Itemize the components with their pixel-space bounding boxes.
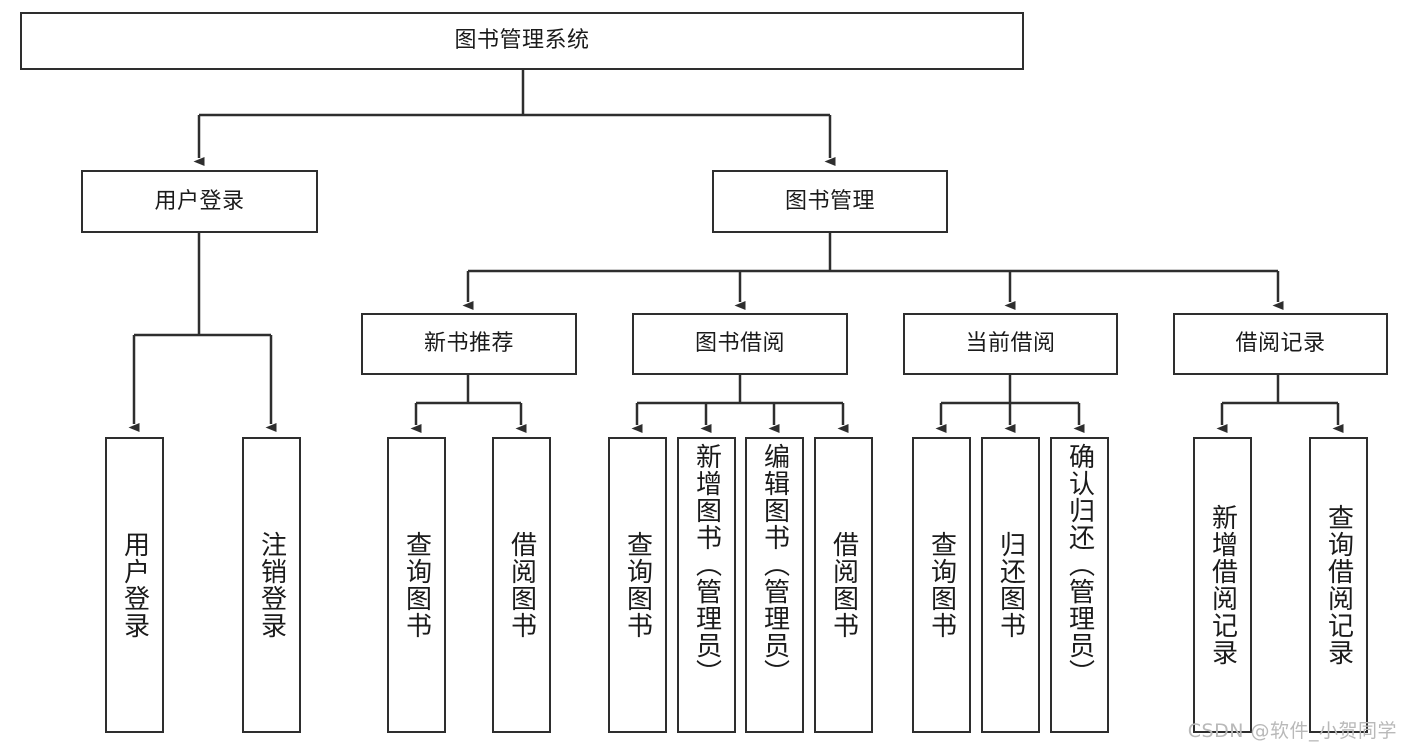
node-book-borrow[interactable]: 图书借阅 [632, 313, 848, 375]
node-root[interactable]: 图书管理系统 [20, 12, 1024, 70]
node-root-label: 图书管理系统 [454, 28, 590, 54]
leaf-borrow-borrow-book-label: 借阅图书 [828, 531, 859, 639]
leaf-user-login-label: 用户登录 [119, 531, 150, 639]
leaf-current-query-book-label: 查询图书 [926, 531, 957, 639]
node-book-management-label: 图书管理 [784, 188, 875, 214]
leaf-current-return-book[interactable]: 归还图书 [981, 437, 1040, 733]
leaf-user-login[interactable]: 用户登录 [105, 437, 164, 733]
leaf-record-query[interactable]: 查询借阅记录 [1309, 437, 1368, 733]
leaf-recommend-borrow-book[interactable]: 借阅图书 [492, 437, 551, 733]
node-user-login[interactable]: 用户登录 [81, 170, 318, 233]
leaf-borrow-borrow-book[interactable]: 借阅图书 [814, 437, 873, 733]
node-book-management[interactable]: 图书管理 [712, 170, 948, 233]
node-borrow-record[interactable]: 借阅记录 [1173, 313, 1388, 375]
node-current-borrow[interactable]: 当前借阅 [903, 313, 1118, 375]
leaf-borrow-add-book[interactable]: 新增图书（管理员） [677, 437, 736, 733]
node-borrow-record-label: 借阅记录 [1235, 331, 1326, 357]
node-user-login-label: 用户登录 [154, 188, 245, 214]
leaf-borrow-add-book-label: 新增图书（管理员） [691, 443, 722, 686]
leaf-recommend-borrow-book-label: 借阅图书 [506, 531, 537, 639]
leaf-borrow-query-book-label: 查询图书 [622, 531, 653, 639]
leaf-record-query-label: 查询借阅记录 [1323, 504, 1354, 666]
leaf-recommend-query-book-label: 查询图书 [401, 531, 432, 639]
leaf-record-add-label: 新增借阅记录 [1207, 504, 1238, 666]
node-new-book-recommend[interactable]: 新书推荐 [361, 313, 577, 375]
leaf-current-confirm-return-label: 确认归还（管理员） [1064, 443, 1095, 686]
leaf-record-add[interactable]: 新增借阅记录 [1193, 437, 1252, 733]
leaf-current-confirm-return[interactable]: 确认归还（管理员） [1050, 437, 1109, 733]
csdn-watermark: CSDN @软件_小贺同学 [1187, 720, 1397, 742]
node-current-borrow-label: 当前借阅 [965, 331, 1056, 357]
node-book-borrow-label: 图书借阅 [694, 331, 785, 357]
leaf-borrow-edit-book[interactable]: 编辑图书（管理员） [745, 437, 804, 733]
node-new-book-recommend-label: 新书推荐 [423, 331, 514, 357]
leaf-borrow-edit-book-label: 编辑图书（管理员） [759, 443, 790, 686]
leaf-current-query-book[interactable]: 查询图书 [912, 437, 971, 733]
leaf-borrow-query-book[interactable]: 查询图书 [608, 437, 667, 733]
leaf-user-logout-label: 注销登录 [256, 531, 287, 639]
leaf-recommend-query-book[interactable]: 查询图书 [387, 437, 446, 733]
leaf-current-return-book-label: 归还图书 [995, 531, 1026, 639]
leaf-user-logout[interactable]: 注销登录 [242, 437, 301, 733]
